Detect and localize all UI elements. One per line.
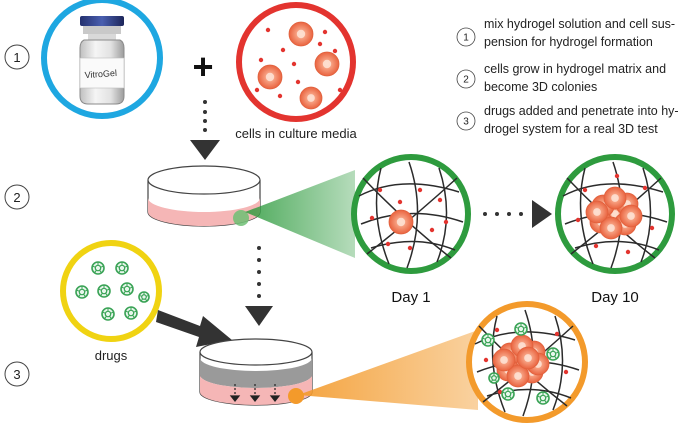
drug-test-circle (466, 301, 588, 423)
media-dot (377, 187, 383, 193)
media-dot (317, 41, 323, 47)
hydrogel-fiber (436, 167, 448, 263)
svg-text:2: 2 (13, 190, 20, 205)
legend-step-2: 2 cells grow in hydrogel matrix and beco… (456, 62, 666, 94)
media-dot (337, 87, 343, 93)
dotted-arrow-down-1 (190, 100, 220, 160)
zoom-spot-green (233, 210, 249, 226)
media-dot (497, 389, 503, 395)
hydrogel-fiber (358, 183, 460, 197)
plus-sign: + (192, 46, 213, 87)
day1-label: Day 1 (391, 289, 430, 306)
media-dot (563, 369, 569, 375)
zoom-spot-orange (288, 388, 304, 404)
media-dot (582, 187, 588, 193)
hydrogel-fiber (579, 167, 594, 265)
media-dot (369, 215, 375, 221)
zoom-cone-green (245, 170, 355, 258)
media-dot (258, 57, 264, 63)
step-2-number: 2 (4, 184, 30, 210)
legend-step-1: 1 mix hydrogel solution and cell sus- pe… (456, 17, 675, 49)
hydrogel-fiber (562, 183, 664, 197)
hydrogel-fiber (375, 167, 390, 265)
step-3-number: 3 (4, 361, 30, 387)
media-dot (291, 61, 297, 67)
media-dot (494, 327, 500, 333)
media-dot (322, 29, 328, 35)
hydrogel-fiber (491, 315, 506, 413)
media-dot (614, 173, 620, 179)
media-dot (407, 245, 413, 251)
media-dot (385, 241, 391, 247)
svg-text:pension for hydrogel formation: pension for hydrogel formation (484, 35, 653, 49)
svg-text:3: 3 (463, 117, 469, 128)
media-dot (417, 187, 423, 193)
media-dot (332, 48, 338, 54)
zoom-cone-orange (298, 330, 478, 410)
hydrogel-vial-circle: VitroGel (41, 0, 163, 119)
media-dot (429, 227, 435, 233)
vial-label: VitroGel (84, 68, 117, 80)
step-legend: 1 mix hydrogel solution and cell sus- pe… (456, 17, 679, 136)
media-dot (575, 217, 581, 223)
day10-label: Day 10 (591, 289, 639, 306)
dotted-arrow-down-2 (245, 246, 273, 326)
drugs-label: drugs (95, 348, 128, 363)
media-dot (642, 185, 648, 191)
dotted-arrow-right (483, 200, 552, 228)
svg-text:mix hydrogel solution and cell: mix hydrogel solution and cell sus- (484, 17, 675, 31)
hydrogel-fiber (552, 315, 564, 411)
svg-text:2: 2 (463, 75, 469, 86)
media-dot (397, 199, 403, 205)
hydrogel-fiber (360, 212, 464, 225)
step-1-number: 1 (4, 44, 30, 70)
drugs-circle (60, 240, 162, 342)
svg-text:become 3D colonies: become 3D colonies (484, 80, 597, 94)
media-dot (265, 27, 271, 33)
cells-label: cells in culture media (235, 126, 357, 141)
svg-text:1: 1 (463, 33, 469, 44)
drugs-arrow (156, 310, 232, 347)
svg-text:3: 3 (13, 367, 20, 382)
legend-step-3: 3 drugs added and penetrate into hy- dro… (456, 104, 679, 136)
svg-text:1: 1 (13, 50, 20, 65)
svg-text:drugs added and penetrate into: drugs added and penetrate into hy- (484, 104, 679, 118)
petri-dish-hydrogel (147, 165, 261, 227)
hydrogel-fiber (640, 167, 652, 263)
petri-dish-with-drugs (199, 338, 313, 406)
media-dot (254, 87, 260, 93)
media-dot (625, 249, 631, 255)
media-dot (593, 243, 599, 249)
media-dot (437, 197, 443, 203)
media-dot (649, 225, 655, 231)
media-dot (280, 47, 286, 53)
svg-text:drogel system for a real 3D te: drogel system for a real 3D test (484, 122, 658, 136)
day10-circle (555, 154, 675, 274)
media-dot (277, 93, 283, 99)
vial-icon: VitroGel (79, 16, 125, 105)
media-dot (443, 219, 449, 225)
media-dot (295, 79, 301, 85)
svg-text:cells grow in hydrogel matrix: cells grow in hydrogel matrix and (484, 62, 666, 76)
media-dot (554, 331, 560, 337)
media-dot (483, 357, 489, 363)
cells-in-media-circle (236, 2, 356, 122)
day1-circle (351, 154, 471, 274)
hydrogel-fiber (406, 161, 419, 269)
